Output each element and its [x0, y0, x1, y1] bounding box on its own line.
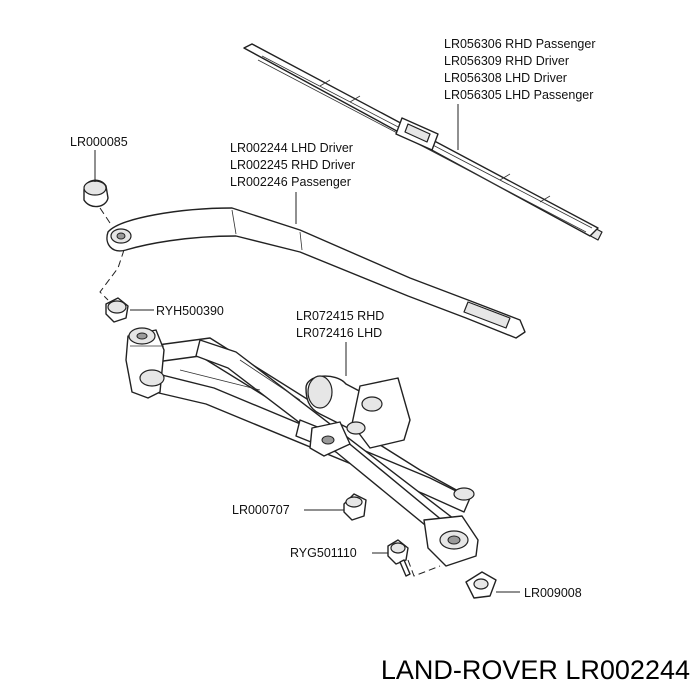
callout-cap: LR000085	[70, 135, 128, 149]
assembly-line-nut	[99, 249, 125, 301]
callout-bolt: RYG501110	[290, 546, 357, 560]
wiper-arm	[106, 207, 526, 339]
callout-bracket: LR009008	[524, 586, 582, 600]
wiper-blade	[243, 43, 603, 241]
callout-arm-3: LR002246 Passenger	[230, 175, 351, 189]
spindle-nut	[105, 297, 129, 323]
callout-blade-1: LR056306 RHD Passenger	[444, 37, 595, 51]
callout-linkage-2: LR072416 LHD	[296, 326, 382, 340]
callout-blade-2: LR056309 RHD Driver	[444, 54, 569, 68]
callout-arm-2: LR002245 RHD Driver	[230, 158, 355, 172]
assembly-line-cap	[99, 207, 113, 227]
assembly-line-bolt	[407, 559, 441, 577]
wiper-linkage	[125, 327, 479, 567]
bracket	[465, 571, 497, 599]
callout-blade-3: LR056308 LHD Driver	[444, 71, 567, 85]
callout-blade-4: LR056305 LHD Passenger	[444, 88, 593, 102]
leader-lines	[94, 104, 520, 593]
grommet	[343, 493, 367, 521]
callout-nut: RYH500390	[156, 304, 224, 318]
footer-title: LAND-ROVER LR002244	[381, 655, 690, 685]
callout-grommet: LR000707	[232, 503, 290, 517]
arm-cap	[83, 179, 109, 208]
bolt	[387, 539, 411, 577]
callout-linkage-1: LR072415 RHD	[296, 309, 384, 323]
callout-arm-1: LR002244 LHD Driver	[230, 141, 353, 155]
